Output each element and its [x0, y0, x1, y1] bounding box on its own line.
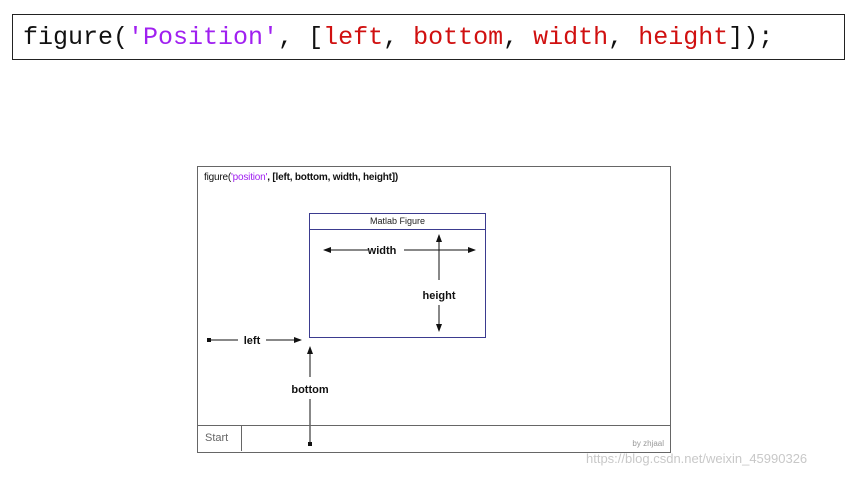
arrows-overlay: width height left bottom: [207, 234, 476, 446]
left-label: left: [244, 335, 261, 347]
code-param-left: left: [323, 23, 384, 52]
taskbar: Start by zhjaal: [198, 425, 670, 452]
code-separator: ,: [503, 23, 534, 52]
caption-string-arg: 'position': [230, 172, 268, 183]
code-function: figure(: [23, 23, 129, 52]
code-separator: ,: [383, 23, 414, 52]
code-string-arg: 'Position': [128, 23, 279, 52]
bottom-label: bottom: [291, 384, 328, 396]
start-button[interactable]: Start: [198, 426, 242, 451]
screen-caption: figure('position', [left, bottom, width,…: [204, 172, 398, 183]
code-separator: ,: [278, 23, 309, 52]
code-param-height: height: [638, 23, 729, 52]
code-bracket-open: [: [308, 23, 324, 52]
code-separator: ,: [608, 23, 639, 52]
width-label: width: [367, 245, 397, 257]
author-signature: by zhjaal: [632, 439, 664, 448]
code-line: figure('Position', [left, bottom, width,…: [12, 14, 845, 60]
screen-illustration: figure('position', [left, bottom, width,…: [197, 166, 671, 453]
matlab-figure-window: Matlab Figure: [309, 213, 486, 338]
watermark-url: https://blog.csdn.net/weixin_45990326: [586, 451, 808, 466]
height-label: height: [423, 290, 456, 302]
caption-function: figure(: [204, 172, 231, 183]
window-title: Matlab Figure: [310, 214, 485, 230]
code-param-width: width: [533, 23, 609, 52]
caption-params: , [left, bottom, width, height]): [267, 172, 399, 183]
code-closing: ]);: [728, 23, 774, 52]
code-param-bottom: bottom: [413, 23, 504, 52]
